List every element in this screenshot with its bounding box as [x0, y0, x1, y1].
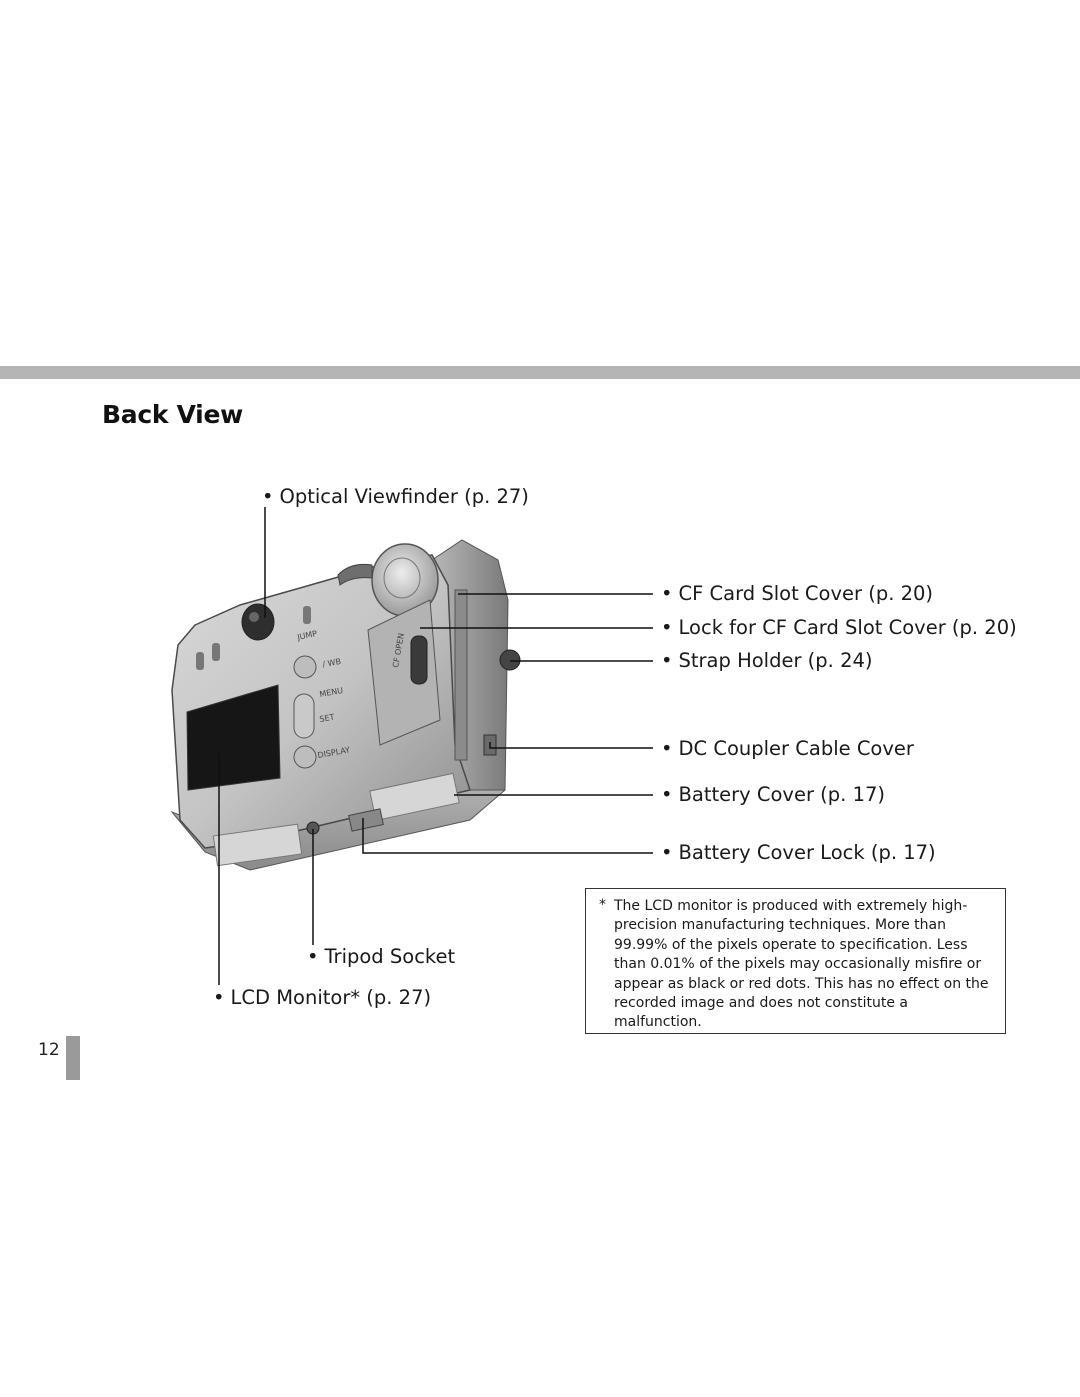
wb-button	[293, 655, 317, 679]
footnote-text: The LCD monitor is produced with extreme…	[614, 898, 989, 1031]
battery-cover-lock	[348, 808, 384, 832]
leader-battery-cover-lock	[362, 818, 653, 854]
battery-cover	[369, 772, 460, 821]
strap-holder	[499, 649, 521, 671]
viewfinder-window	[241, 603, 275, 641]
page-tab-marker	[66, 1036, 80, 1080]
leader-dc-coupler-cable-cover	[489, 742, 653, 749]
footnote-marker: *	[599, 897, 606, 913]
label-tripod-socket: •Tripod Socket	[307, 945, 456, 968]
top-dial	[337, 564, 373, 586]
label-lcd-monitor: •LCD Monitor* (p. 27)	[213, 986, 432, 1009]
label-battery-cover: •Battery Cover (p. 17)	[661, 783, 885, 806]
display-button	[293, 745, 317, 769]
label-strap-holder: •Strap Holder (p. 24)	[661, 649, 873, 672]
label-battery-cover-lock: •Battery Cover Lock (p. 17)	[661, 841, 936, 864]
lcd-monitor	[186, 684, 281, 791]
label-cf-card-slot-cover: •CF Card Slot Cover (p. 20)	[661, 582, 934, 605]
cf-lock-switch	[410, 635, 428, 685]
label-dc-coupler-cable-cover: •DC Coupler Cable Cover	[661, 737, 914, 760]
jump-label: JUMP	[296, 629, 319, 642]
label-optical-viewfinder: •Optical Viewfinder (p. 27)	[262, 485, 529, 508]
wb-label: / WB	[322, 657, 342, 669]
set-label: SET	[319, 712, 335, 723]
page-title: Back View	[102, 400, 243, 429]
header-rule	[0, 366, 1080, 379]
page-number: 12	[38, 1040, 60, 1060]
menu-set-rocker	[293, 693, 315, 739]
label-lock-cf-card-slot-cover: •Lock for CF Card Slot Cover (p. 20)	[661, 616, 1017, 639]
lcd-footnote-box: * The LCD monitor is produced with extre…	[585, 888, 1006, 1034]
menu-label: MENU	[319, 686, 344, 699]
